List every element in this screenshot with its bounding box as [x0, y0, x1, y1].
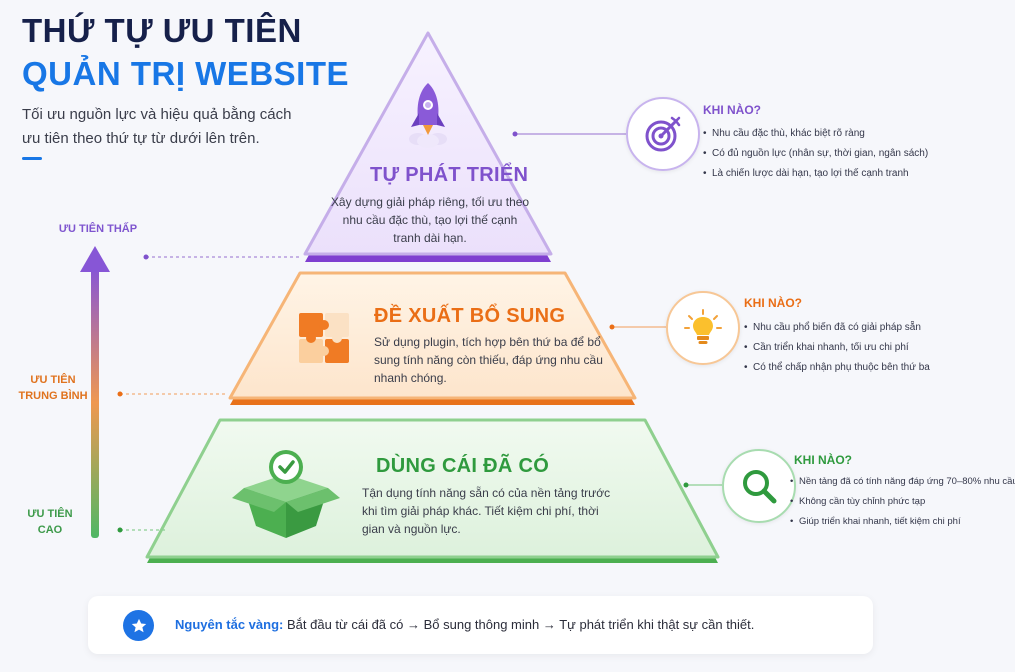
golden-rule-body: Bắt đầu từ cái đã có → Bổ sung thông min… — [286, 617, 755, 632]
when-middle-heading: KHI NÀO? — [744, 296, 802, 310]
tier-top-description: Xây dựng giải pháp riêng, tối ưu theo nh… — [330, 195, 530, 245]
label-high-priority-line1: ƯU TIÊN — [27, 508, 73, 520]
priority-arrow-shaft — [91, 268, 99, 538]
priority-arrow-head — [80, 246, 110, 272]
when-bottom-item: Không cần tùy chỉnh phức tạp — [790, 492, 1015, 512]
magnifier-icon — [743, 470, 777, 504]
when-middle-icon-circle — [666, 291, 740, 365]
when-bottom-item: Nền tảng đã có tính năng đáp ứng 70–80% … — [790, 472, 1015, 492]
puzzle-icon — [299, 313, 349, 363]
when-middle-item: Có thể chấp nhận phụ thuộc bên thứ ba — [744, 358, 930, 378]
when-bottom-icon-circle — [722, 449, 796, 523]
tier-middle-description: Sử dụng plugin, tích hợp bên thứ ba để b… — [374, 335, 603, 385]
when-bottom-heading: KHI NÀO? — [794, 453, 852, 467]
label-high-priority-line2: CAO — [37, 524, 63, 536]
golden-rule-text: Nguyên tắc vàng: Bắt đầu từ cái đã có → … — [175, 617, 754, 632]
title-underline — [22, 157, 42, 160]
when-bottom-list: Nền tảng đã có tính năng đáp ứng 70–80% … — [790, 472, 1015, 532]
tier-top-title: TỰ PHÁT TRIỂN — [370, 164, 529, 186]
page-title-line1: THỨ TỰ ƯU TIÊN — [22, 12, 302, 49]
star-icon — [131, 618, 146, 632]
label-low-priority: ƯU TIÊN THẤP — [58, 223, 138, 235]
when-bottom-item: Giúp triển khai nhanh, tiết kiệm chi phí — [790, 512, 1015, 532]
lightbulb-icon — [684, 309, 722, 344]
when-top-item: Nhu cầu đặc thù, khác biệt rõ ràng — [703, 124, 928, 144]
when-top-heading: KHI NÀO? — [703, 103, 761, 117]
label-medium-priority-line2: TRUNG BÌNH — [18, 390, 88, 402]
label-high-priority: ƯU TIÊN CAO — [20, 506, 80, 538]
checked-box-icon — [232, 450, 340, 538]
tier-bottom-title: DÙNG CÁI ĐÃ CÓ — [376, 455, 550, 477]
when-top-icon-circle — [626, 97, 700, 171]
when-middle-item: Nhu cầu phổ biến đã có giải pháp sẵn — [744, 318, 930, 338]
tier-middle-title: ĐỀ XUẤT BỔ SUNG — [374, 305, 566, 327]
tier-middle-shape — [228, 271, 637, 405]
when-middle-list: Nhu cầu phổ biến đã có giải pháp sẵn Cần… — [744, 318, 930, 378]
when-middle-item: Cần triển khai nhanh, tối ưu chi phí — [744, 338, 930, 358]
golden-rule-lead: Nguyên tắc vàng: — [175, 617, 284, 632]
golden-rule-banner: Nguyên tắc vàng: Bắt đầu từ cái đã có → … — [88, 596, 873, 654]
rocket-icon — [409, 83, 447, 148]
when-top-list: Nhu cầu đặc thù, khác biệt rõ ràng Có đủ… — [703, 124, 928, 184]
label-medium-priority: ƯU TIÊN TRUNG BÌNH — [8, 372, 98, 404]
label-medium-priority-line1: ƯU TIÊN — [30, 374, 76, 386]
page-title-line2: QUẢN TRỊ WEBSITE — [22, 55, 349, 92]
tier-bottom-description: Tận dụng tính năng sẵn có của nền tảng t… — [362, 486, 611, 536]
star-badge — [123, 610, 154, 641]
when-top-item: Có đủ nguồn lực (nhân sự, thời gian, ngâ… — [703, 144, 928, 164]
target-icon — [645, 116, 681, 152]
when-top-item: Là chiến lược dài hạn, tạo lợi thế cạnh … — [703, 164, 928, 184]
page-subtitle: Tối ưu nguồn lực và hiệu quả bằng cách ư… — [22, 106, 292, 147]
